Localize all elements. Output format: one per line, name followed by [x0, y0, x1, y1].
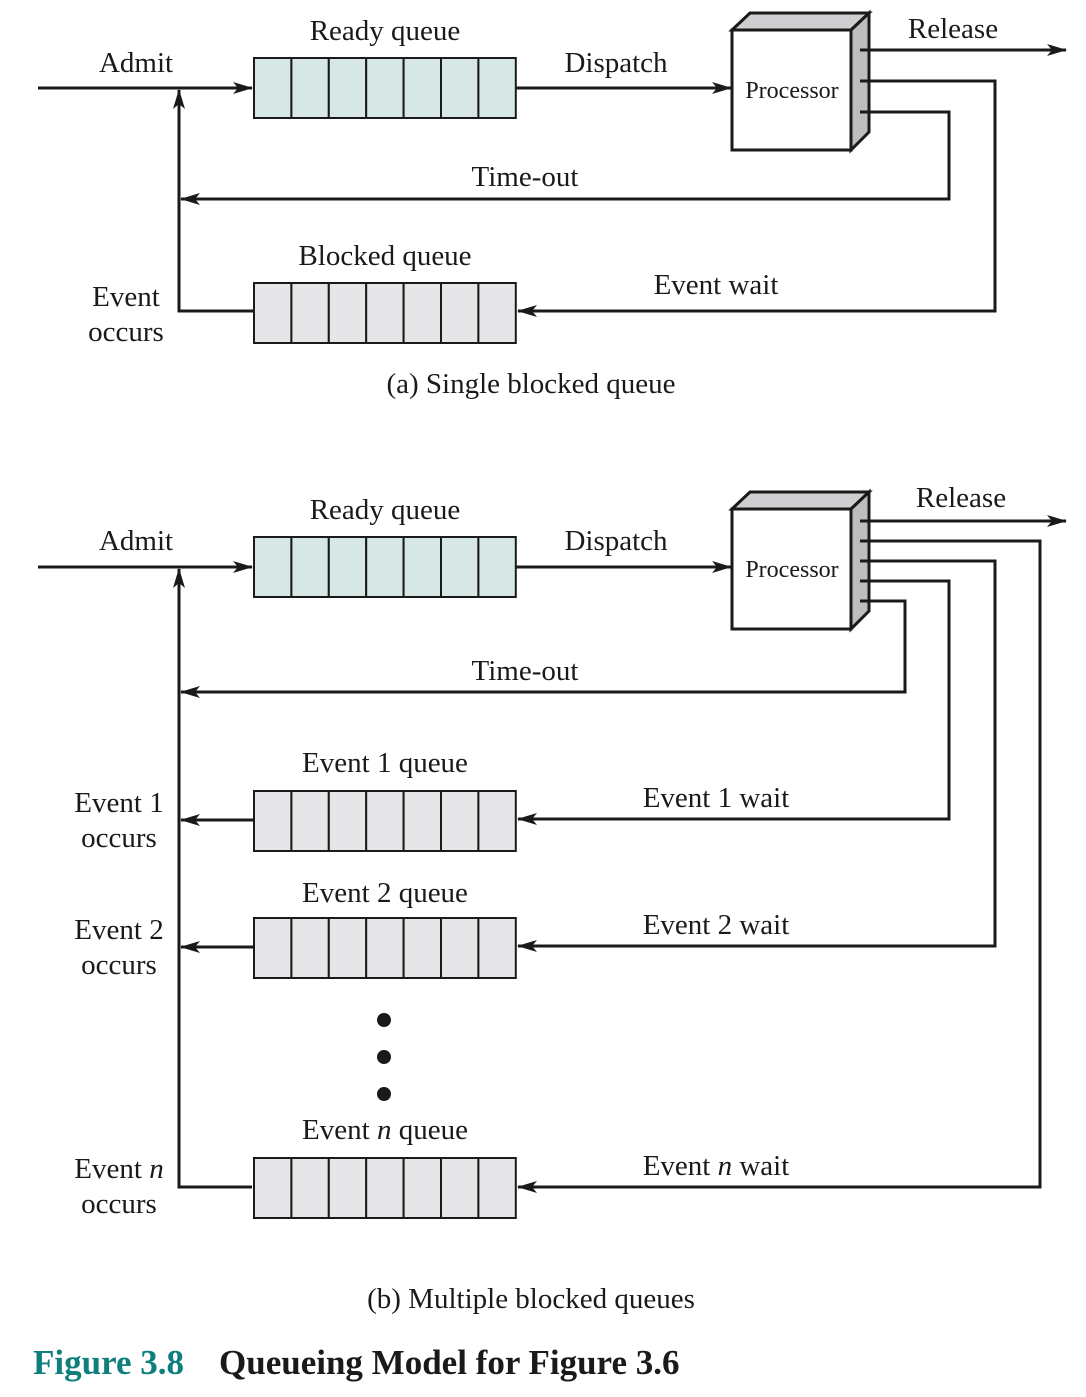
event-n-wait-arrow: [517, 539, 1042, 1193]
release-label: Release: [908, 13, 998, 45]
event-1-occurs-label: Event 1: [74, 787, 163, 819]
queue-cell: [365, 1157, 405, 1219]
queue-cell: [253, 1157, 293, 1219]
queue-cell: [440, 917, 480, 979]
queue-cell: [327, 790, 368, 852]
queue-cell: [290, 536, 330, 598]
figure-title: Queueing Model for Figure 3.6: [219, 1343, 680, 1382]
ready-queue-label: Ready queue: [310, 15, 461, 47]
queue-cell: [365, 917, 405, 979]
queue-cell: [477, 282, 517, 344]
event-wait-label: Event wait: [654, 269, 779, 301]
ready-queue-label: Ready queue: [310, 494, 461, 526]
queue-cell: [477, 917, 517, 979]
panel-b-caption: (b) Multiple blocked queues: [367, 1283, 695, 1315]
ellipsis-dot: [377, 1013, 391, 1027]
queue-cell: [365, 57, 405, 119]
queue-cell: [290, 790, 330, 852]
queue-cell: [327, 57, 368, 119]
queue-cell: [253, 282, 293, 344]
queue-cell: [327, 282, 368, 344]
processor-box: Processor: [728, 9, 873, 154]
event-1-wait-label: Event 1 wait: [643, 782, 790, 814]
queue-cell: [365, 282, 405, 344]
ready-queue: [253, 57, 517, 119]
event-2-queue: [253, 917, 517, 979]
event-2-occurs-label: Event 2: [74, 914, 163, 946]
queue-cell: [440, 536, 480, 598]
timeout-arrow: [180, 110, 951, 205]
panel-a-caption: (a) Single blocked queue: [386, 368, 675, 400]
queue-cell: [477, 536, 517, 598]
dispatch-label: Dispatch: [564, 525, 668, 557]
release-label: Release: [916, 482, 1006, 514]
queue-cell: [402, 1157, 443, 1219]
queue-cell: [440, 282, 480, 344]
queue-cell: [290, 1157, 330, 1219]
event-wait-arrow: [517, 79, 997, 317]
queue-cell: [327, 536, 368, 598]
queue-cell: [477, 790, 517, 852]
event-1-queue-label: Event 1 queue: [302, 747, 468, 779]
queue-cell: [253, 917, 293, 979]
event-occurs-arrow: [173, 89, 254, 313]
processor-box: Processor: [728, 488, 873, 633]
processor-label: Processor: [745, 78, 838, 104]
queue-cell: [402, 536, 443, 598]
queue-cell: [440, 1157, 480, 1219]
queue-cell: [440, 57, 480, 119]
queue-cell: [365, 536, 405, 598]
processor-label: Processor: [745, 557, 838, 583]
ready-queue: [253, 536, 517, 598]
blocked-queue: [253, 282, 517, 344]
event-2-occurs-label-line2: occurs: [81, 949, 157, 981]
queue-cell: [253, 536, 293, 598]
queue-cell: [402, 790, 443, 852]
queue-cell: [253, 57, 293, 119]
ellipsis-dot: [377, 1050, 391, 1064]
ellipsis-dot: [377, 1087, 391, 1101]
queue-cell: [477, 57, 517, 119]
queue-cell: [477, 1157, 517, 1219]
event-occurs-label: Event: [92, 281, 160, 313]
queue-cell: [327, 1157, 368, 1219]
event-n-occurs-label-line2: occurs: [81, 1188, 157, 1220]
queue-cell: [402, 282, 443, 344]
dispatch-label: Dispatch: [564, 47, 668, 79]
queue-cell: [440, 790, 480, 852]
event-n-queue-label: Event n queue: [302, 1114, 468, 1146]
event-1-wait-arrow: [517, 579, 951, 825]
queue-cell: [290, 917, 330, 979]
queue-cell: [290, 57, 330, 119]
event-1-occurs-label-line2: occurs: [81, 822, 157, 854]
panel-a-single-blocked-queue: Admit Ready queue Dispatch Processor Rel…: [38, 9, 1067, 400]
blocked-queue-label: Blocked queue: [298, 240, 471, 272]
timeout-label: Time-out: [472, 161, 579, 193]
event-2-wait-arrow: [517, 559, 997, 952]
panel-b-multiple-blocked-queues: Admit Ready queue Dispatch Processor Rel…: [38, 482, 1067, 1315]
queue-cell: [290, 282, 330, 344]
admit-label: Admit: [99, 525, 173, 557]
figure-number: Figure 3.8: [33, 1343, 184, 1382]
event-n-wait-label: Event n wait: [643, 1150, 790, 1182]
queue-cell: [402, 917, 443, 979]
timeout-label: Time-out: [472, 655, 579, 687]
event-occurs-return-line: [173, 568, 252, 1189]
event-n-occurs-label: Event n: [74, 1153, 163, 1185]
event-n-queue: [253, 1157, 517, 1219]
queue-cell: [327, 917, 368, 979]
queue-cell: [253, 790, 293, 852]
queue-cell: [365, 790, 405, 852]
queue-cell: [402, 57, 443, 119]
event-occurs-label-line2: occurs: [88, 316, 164, 348]
admit-label: Admit: [99, 47, 173, 79]
event-2-queue-label: Event 2 queue: [302, 877, 468, 909]
event-1-queue: [253, 790, 517, 852]
event-2-wait-label: Event 2 wait: [643, 909, 790, 941]
timeout-arrow: [180, 599, 907, 698]
